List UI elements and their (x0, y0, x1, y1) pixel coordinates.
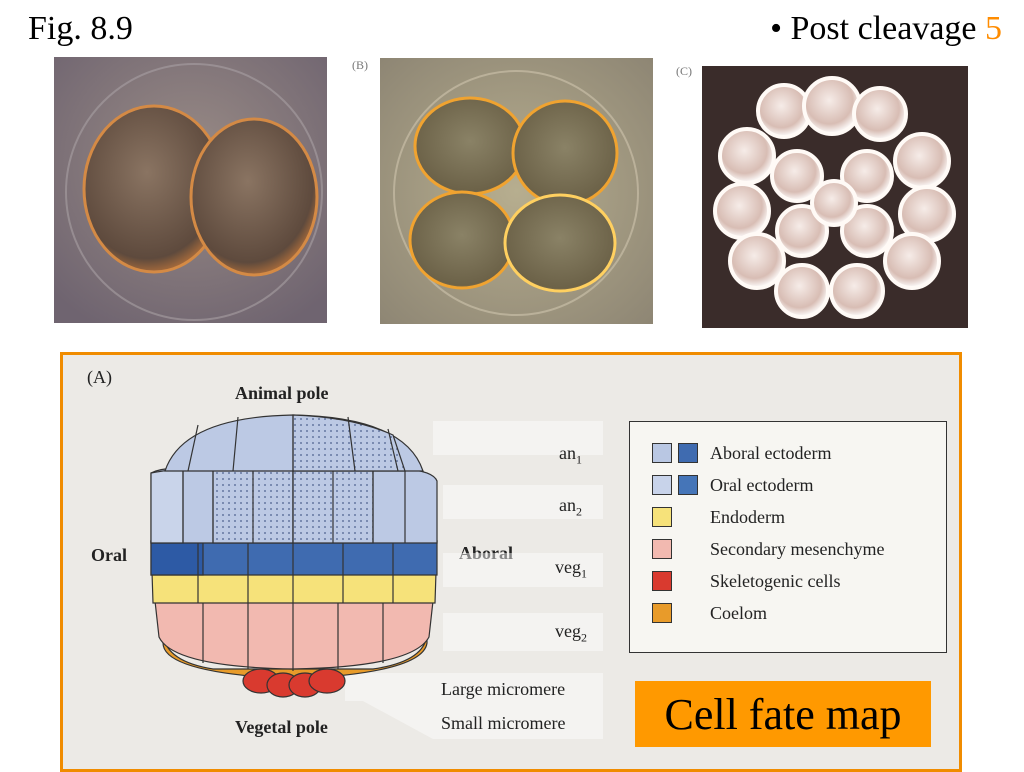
photo-b-label: (B) (352, 58, 368, 72)
subtitle-number: 5 (985, 10, 1002, 47)
tier-band-an1 (433, 421, 603, 455)
swatch (652, 603, 672, 623)
legend-label: Endoderm (710, 506, 785, 527)
tier-label-an1: an1 (559, 443, 582, 467)
legend-label: Coelom (710, 602, 767, 623)
animal-pole-label: Animal pole (235, 383, 329, 403)
sixteen-cell-embryo-image (702, 66, 968, 328)
photo-two-cell-embryo (54, 57, 327, 323)
vegetal-pole-label: Vegetal pole (235, 717, 328, 737)
panel-label: (A) (87, 367, 112, 387)
tier-bands (345, 421, 603, 739)
veg1-tier (150, 540, 438, 604)
tier-band-veg2 (443, 613, 603, 651)
legend-row-endoderm: Endoderm (652, 504, 785, 530)
an1-tier (164, 414, 424, 472)
band-small-micromere (363, 701, 603, 739)
tier-band-an2 (443, 485, 603, 519)
cell-fate-map-panel: (A) Animal pole Oral Aboral Vegetal pole (60, 352, 962, 772)
legend-label: Aboral ectoderm (710, 442, 832, 463)
swatch-light (652, 443, 672, 463)
subtitle-text: • Post cleavage (770, 10, 985, 47)
small-micromere-label: Small micromere (441, 713, 566, 733)
photo-sixteen-cell-embryo (702, 66, 968, 328)
slide-subtitle: • Post cleavage 5 (770, 10, 1002, 48)
micromere-cells (242, 668, 346, 698)
an2-tier (150, 467, 438, 544)
legend-row-secondary-mesenchyme: Secondary mesenchyme (652, 536, 884, 562)
tier-label-an2: an2 (559, 495, 582, 519)
oral-label: Oral (91, 545, 127, 565)
embryo-fate-map (150, 414, 438, 698)
legend-row-aboral-ectoderm: Aboral ectoderm (652, 440, 831, 466)
fate-legend: Aboral ectoderm Oral ectoderm Endoderm S… (629, 421, 947, 653)
band-large-micromere (345, 673, 603, 701)
aboral-label: Aboral (459, 543, 513, 564)
legend-row-coelom: Coelom (652, 600, 767, 626)
swatch (652, 539, 672, 559)
legend-label: Oral ectoderm (710, 474, 814, 495)
photo-four-cell-embryo (380, 58, 653, 324)
swatch (652, 571, 672, 591)
legend-label: Skeletogenic cells (710, 570, 841, 591)
swatch-dark (678, 475, 698, 495)
tier-band-veg1 (443, 553, 603, 587)
tier-label-veg2: veg2 (555, 621, 587, 645)
swatch-dark (678, 443, 698, 463)
four-cell-embryo-image (380, 58, 653, 324)
slide-title: Fig. 8.9 (28, 10, 133, 47)
legend-row-oral-ectoderm: Oral ectoderm (652, 472, 813, 498)
photo-c-label: (C) (676, 64, 692, 78)
legend-label: Secondary mesenchyme (710, 538, 885, 559)
swatch-light (652, 475, 672, 495)
two-cell-embryo-image (54, 57, 327, 323)
veg2-tier (154, 600, 434, 671)
tier-label-veg1: veg1 (555, 557, 587, 581)
swatch (652, 507, 672, 527)
cell-fate-map-badge: Cell fate map (635, 681, 931, 747)
large-micromere-label: Large micromere (441, 679, 566, 699)
legend-row-skeletogenic-cells: Skeletogenic cells (652, 568, 840, 594)
